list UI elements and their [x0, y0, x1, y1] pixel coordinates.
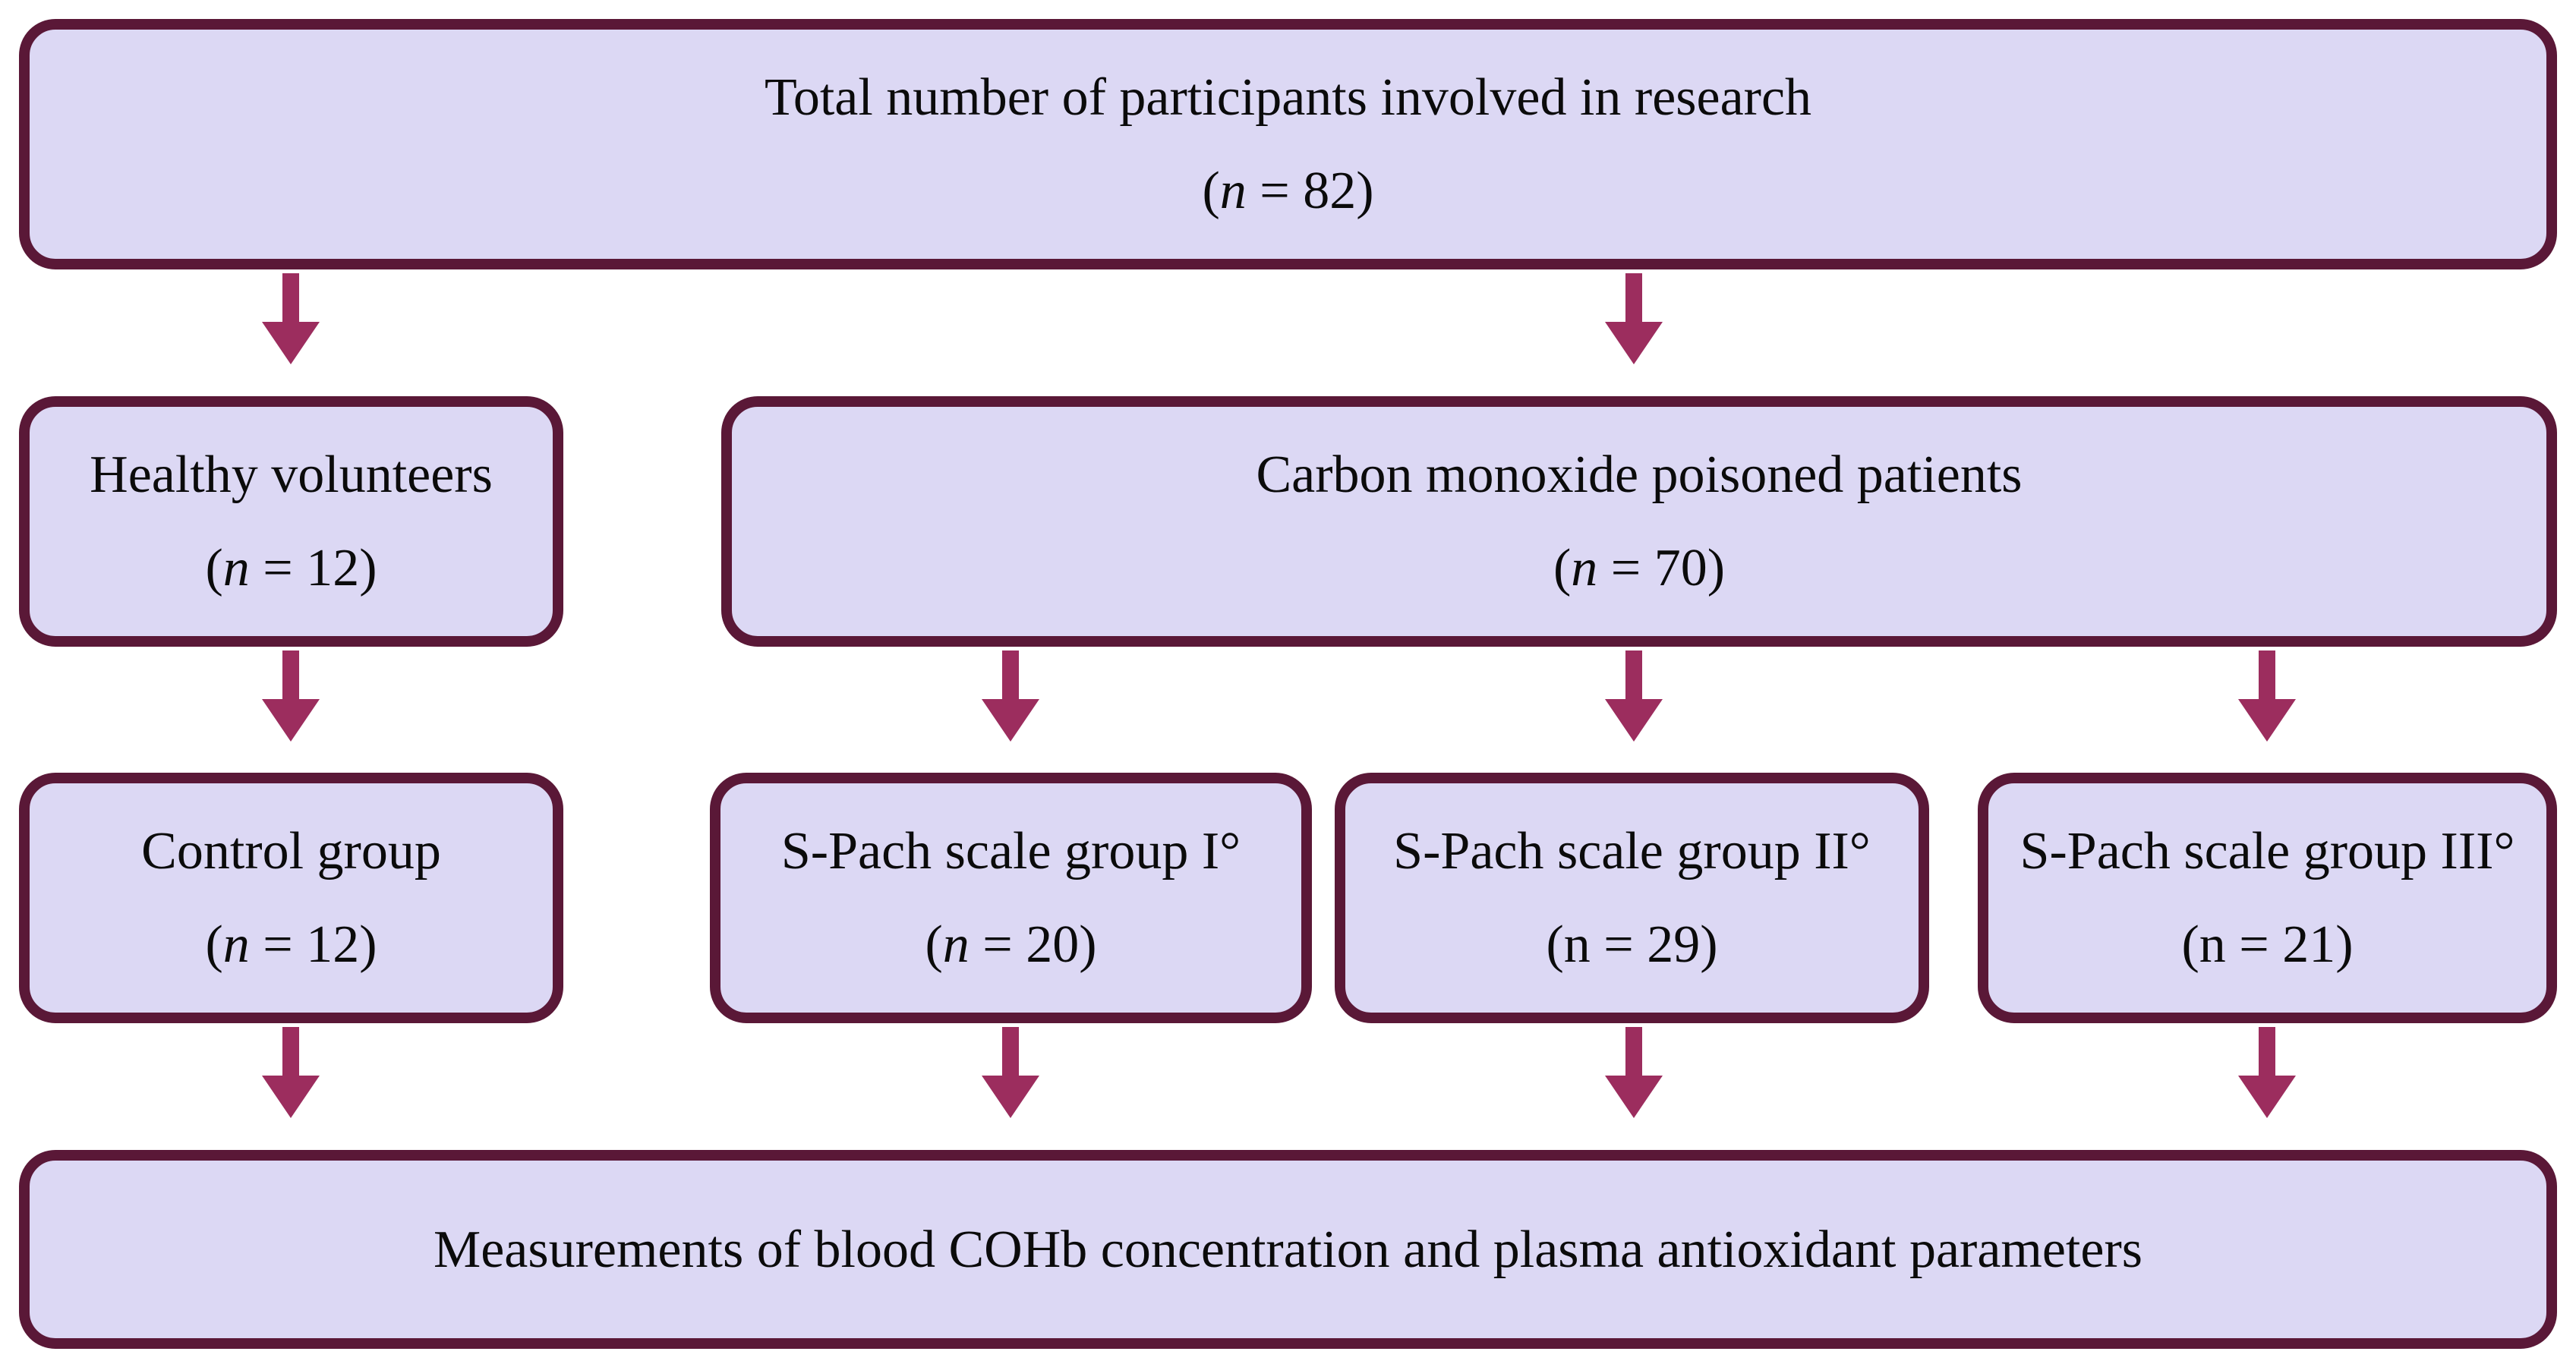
healthy-volunteers-box: Healthy volunteers (n = 12) — [19, 396, 563, 647]
arrow-head — [982, 1076, 1039, 1118]
arrow-stem — [282, 273, 299, 322]
control-group-label: Control group — [141, 822, 441, 880]
arrow-head — [1605, 699, 1663, 742]
total-participants-count: (n = 82) — [1202, 162, 1373, 220]
count-value: = 82) — [1246, 162, 1374, 220]
total-participants-label: Total number of participants involved in… — [764, 68, 1812, 127]
spach-group-3-box: S-Pach scale group III° (n = 21) — [1978, 773, 2557, 1023]
count-n-symbol: n — [2199, 915, 2226, 974]
arrow-stem — [1625, 273, 1642, 322]
down-arrow-icon — [262, 1027, 320, 1118]
down-arrow-icon — [262, 273, 320, 364]
arrow-stem — [282, 1027, 299, 1076]
down-arrow-icon — [1605, 650, 1663, 742]
arrow-stem — [1002, 650, 1019, 699]
control-group-box: Control group (n = 12) — [19, 773, 563, 1023]
healthy-volunteers-label: Healthy volunteers — [90, 446, 493, 504]
arrow-head — [262, 1076, 320, 1118]
down-arrow-icon — [262, 650, 320, 742]
spach-group-2-box: S-Pach scale group II° (n = 29) — [1335, 773, 1929, 1023]
count-value: = 20) — [969, 915, 1097, 974]
arrow-head — [2238, 1076, 2296, 1118]
spach-group-2-label: S-Pach scale group II° — [1393, 822, 1871, 880]
co-poisoned-patients-box: Carbon monoxide poisoned patients (n = 7… — [721, 396, 2557, 647]
down-arrow-icon — [2238, 1027, 2296, 1118]
count-value: = 12) — [249, 539, 377, 597]
co-poisoned-patients-count: (n = 70) — [1553, 539, 1725, 597]
total-participants-box: Total number of participants involved in… — [19, 19, 2557, 269]
arrow-stem — [1625, 650, 1642, 699]
arrow-head — [982, 699, 1039, 742]
down-arrow-icon — [982, 650, 1039, 742]
spach-group-1-label: S-Pach scale group I° — [780, 822, 1241, 880]
arrow-head — [2238, 699, 2296, 742]
count-open-paren: ( — [2181, 915, 2199, 974]
count-open-paren: ( — [205, 915, 223, 974]
down-arrow-icon — [982, 1027, 1039, 1118]
spach-group-3-count: (n = 21) — [2181, 915, 2353, 974]
down-arrow-icon — [1605, 273, 1663, 364]
arrow-stem — [1002, 1027, 1019, 1076]
count-open-paren: ( — [1546, 915, 1564, 974]
count-n-symbol: n — [1571, 539, 1598, 597]
spach-group-1-count: (n = 20) — [925, 915, 1096, 974]
arrow-head — [1605, 1076, 1663, 1118]
arrow-head — [262, 322, 320, 364]
measurements-box: Measurements of blood COHb concentration… — [19, 1150, 2557, 1349]
spach-group-2-count: (n = 29) — [1546, 915, 1717, 974]
count-n-symbol: n — [222, 539, 250, 597]
arrow-stem — [1625, 1027, 1642, 1076]
count-n-symbol: n — [1563, 915, 1591, 974]
arrow-head — [1605, 322, 1663, 364]
arrow-head — [262, 699, 320, 742]
count-open-paren: ( — [1202, 162, 1220, 220]
count-n-symbol: n — [222, 915, 250, 974]
count-value: = 29) — [1590, 915, 1718, 974]
arrow-stem — [2259, 1027, 2275, 1076]
count-n-symbol: n — [1219, 162, 1247, 220]
spach-group-1-box: S-Pach scale group I° (n = 20) — [710, 773, 1312, 1023]
measurements-label: Measurements of blood COHb concentration… — [433, 1220, 2142, 1279]
spach-group-3-label: S-Pach scale group III° — [2019, 822, 2515, 880]
count-value: = 12) — [249, 915, 377, 974]
count-value: = 21) — [2225, 915, 2354, 974]
count-open-paren: ( — [205, 539, 223, 597]
count-n-symbol: n — [942, 915, 970, 974]
arrow-stem — [282, 650, 299, 699]
count-open-paren: ( — [1553, 539, 1572, 597]
arrow-stem — [2259, 650, 2275, 699]
down-arrow-icon — [1605, 1027, 1663, 1118]
down-arrow-icon — [2238, 650, 2296, 742]
count-value: = 70) — [1597, 539, 1726, 597]
healthy-volunteers-count: (n = 12) — [205, 539, 377, 597]
co-poisoned-patients-label: Carbon monoxide poisoned patients — [1256, 446, 2023, 504]
count-open-paren: ( — [925, 915, 943, 974]
control-group-count: (n = 12) — [205, 915, 377, 974]
